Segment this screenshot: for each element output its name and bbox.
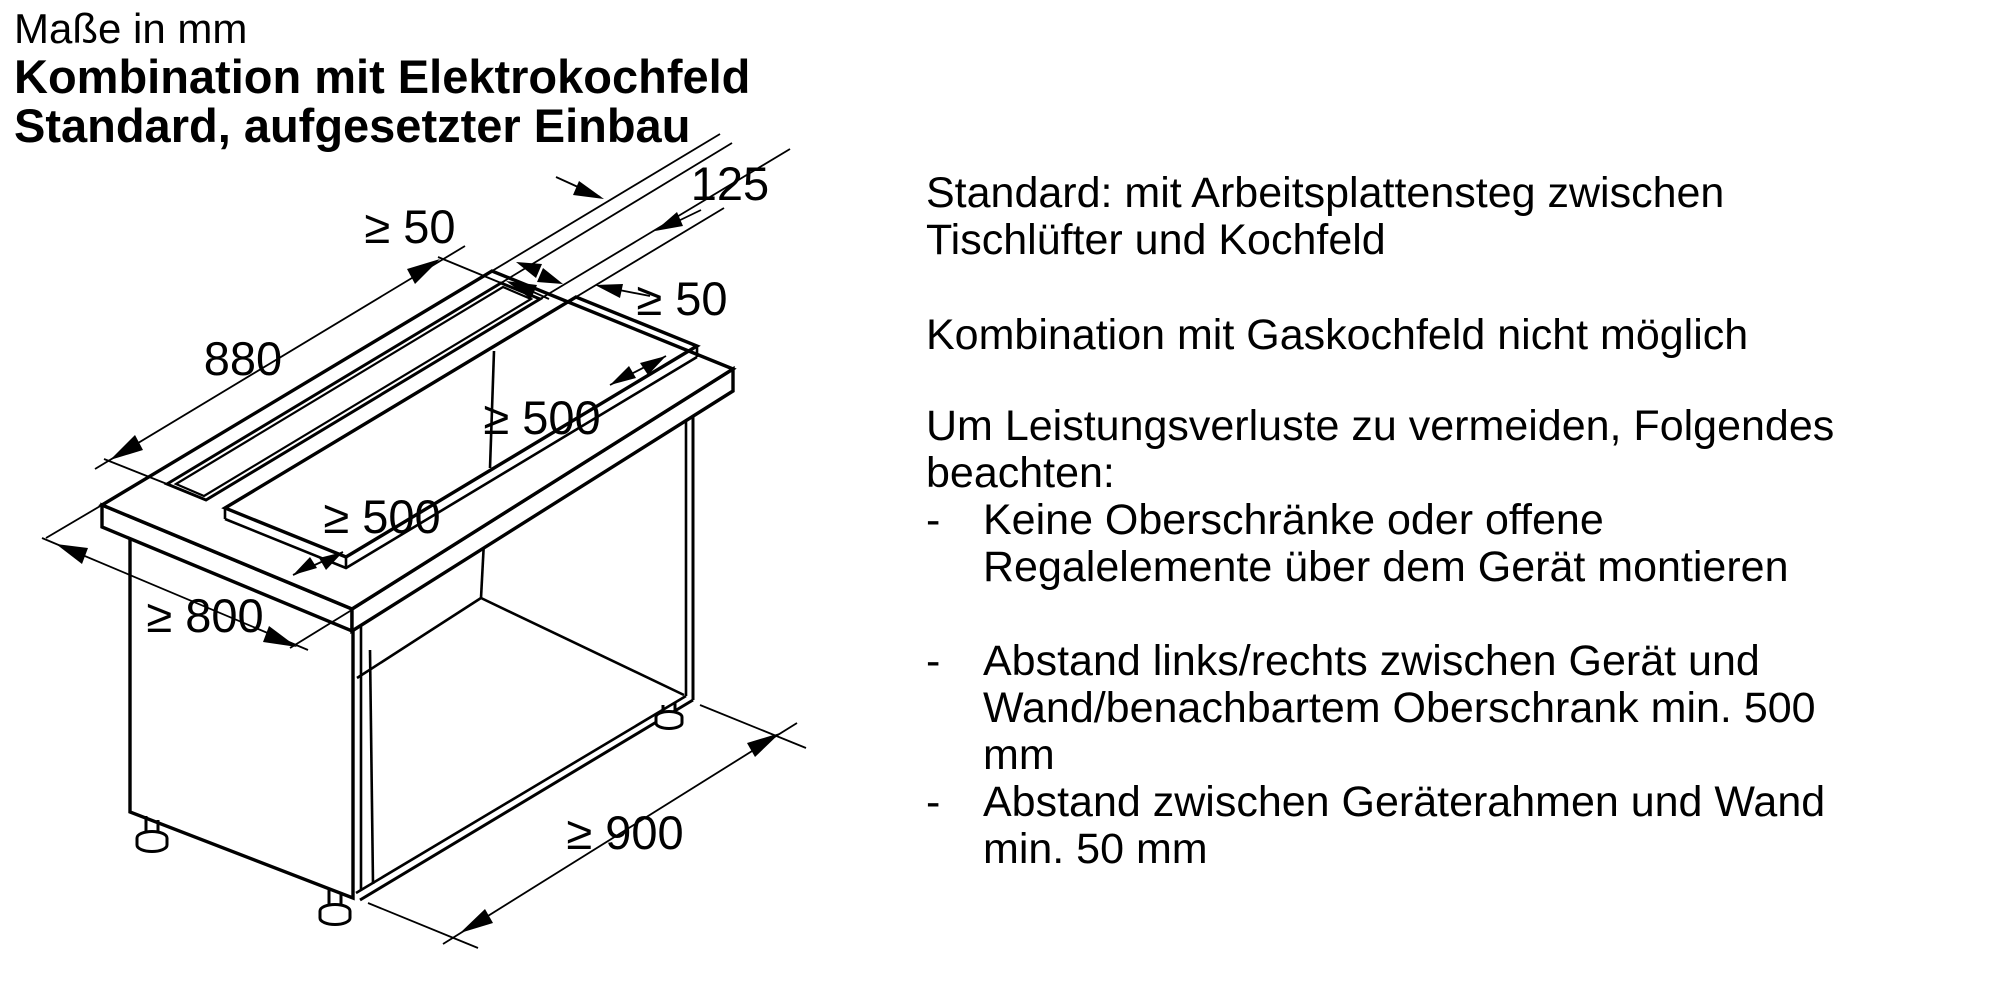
dimension-arrowheads xyxy=(56,181,780,933)
note-line: Standard: mit Arbeitsplattensteg zwische… xyxy=(926,169,1725,217)
dim-worktop-width-label: ≥ 900 xyxy=(566,806,683,859)
note-gas: Kombination mit Gaskochfeld nicht möglic… xyxy=(926,312,1946,359)
dim-gap-steg-label: ≥ 50 xyxy=(636,272,727,325)
notes-column: Standard: mit Arbeitsplattensteg zwische… xyxy=(926,170,1946,873)
note-line: beachten: xyxy=(926,449,1115,497)
installation-diagram: ≥ 50 125 ≥ 50 880 ≥ 500 ≥ 500 ≥ 800 ≥ 90… xyxy=(0,100,880,1000)
bullet-item: - Keine Oberschränke oder offene Regalel… xyxy=(926,497,1946,591)
bullet-dash: - xyxy=(926,496,941,544)
page-title-line2: Standard, aufgesetzter Einbau xyxy=(14,99,691,152)
page-title-line1: Kombination mit Elektrokochfeld xyxy=(14,50,751,103)
header: Maße in mm Kombination mit Elektrokochfe… xyxy=(14,5,751,152)
bullet-text: Keine Oberschränke oder offene Regalelem… xyxy=(983,497,1946,591)
dimension-labels: ≥ 50 125 ≥ 50 880 ≥ 500 ≥ 500 ≥ 800 ≥ 90… xyxy=(146,157,769,859)
dim-gap-back-label: ≥ 50 xyxy=(364,200,455,253)
note-line: Regalelemente über dem Gerät montieren xyxy=(983,543,1789,591)
note-line: Abstand links/rechts zwischen Gerät und xyxy=(983,637,1760,685)
bullet-dash: - xyxy=(926,637,941,685)
note-line: Abstand zwischen Geräterahmen und Wand xyxy=(983,778,1826,826)
cooktop-cutout xyxy=(221,295,701,570)
bullet-item: - Abstand links/rechts zwischen Gerät un… xyxy=(926,638,1946,779)
dim-slot-depth-label: 125 xyxy=(691,157,769,210)
note-line: Keine Oberschränke oder offene xyxy=(983,496,1604,544)
worktop xyxy=(98,269,737,635)
dim-clearance-left-label: ≥ 500 xyxy=(323,490,440,543)
dim-worktop-depth-label: ≥ 800 xyxy=(146,589,263,642)
bullet-text: Abstand zwischen Geräterahmen und Wand m… xyxy=(983,779,1946,873)
bullet-dash: - xyxy=(926,778,941,826)
dim-slot-length-label: 880 xyxy=(204,332,282,385)
bullet-text: Abstand links/rechts zwischen Gerät und … xyxy=(983,638,1946,779)
note-line: mm xyxy=(983,731,1055,779)
note-line: Um Leistungsverluste zu vermeiden, Folge… xyxy=(926,402,1835,450)
cabinet-feet xyxy=(135,702,684,926)
bullet-item: - Abstand zwischen Geräterahmen und Wand… xyxy=(926,779,1946,873)
note-line: Kombination mit Gaskochfeld nicht möglic… xyxy=(926,311,1749,359)
diagram-svg: ≥ 50 125 ≥ 50 880 ≥ 500 ≥ 500 ≥ 800 ≥ 90… xyxy=(41,133,807,949)
units-note: Maße in mm xyxy=(14,5,248,52)
note-line: min. 50 mm xyxy=(983,825,1208,873)
dim-clearance-right-label: ≥ 500 xyxy=(483,391,600,444)
note-performance: Um Leistungsverluste zu vermeiden, Folge… xyxy=(926,403,1946,497)
note-line: Tischlüfter und Kochfeld xyxy=(926,216,1386,264)
note-line: Wand/benachbartem Oberschrank min. 500 xyxy=(983,684,1816,732)
note-standard: Standard: mit Arbeitsplattensteg zwische… xyxy=(926,170,1946,264)
